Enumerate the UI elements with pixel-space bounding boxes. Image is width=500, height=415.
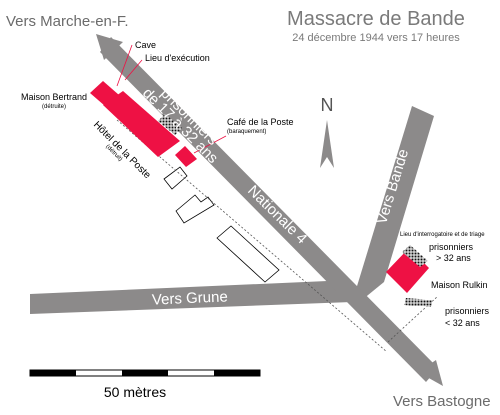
- label-prisoners-over-32-1: prisonniers: [429, 242, 474, 252]
- leader-cafe: [193, 135, 227, 154]
- label-cafe-status: (baraquement): [227, 129, 266, 135]
- building-outline-1: [163, 166, 188, 190]
- route-dashed-line: [116, 119, 388, 353]
- prisoners-17-32-group: [158, 114, 182, 135]
- label-maison-bertrand: Maison Bertrand: [21, 92, 87, 102]
- label-interrogatoire: Lieu d'interrogatoire et de triage: [400, 232, 485, 238]
- arrow-head-bastogne: [418, 360, 443, 386]
- label-maison-bertrand-status: (détruite): [42, 104, 66, 110]
- label-prisoners-under-32-1: prisonniers: [445, 306, 490, 316]
- leader-cave: [116, 44, 133, 87]
- prisoners-under-32-group: [404, 298, 432, 307]
- road-vers-bande: [354, 106, 434, 300]
- arrow-head-marche: [96, 34, 123, 60]
- map-subtitle: 24 décembre 1944 vers 17 heures: [292, 32, 460, 44]
- building-outline-2: [175, 194, 215, 224]
- leader-execution: [124, 59, 143, 81]
- scale-label: 50 mètres: [104, 384, 166, 400]
- map-title: Massacre de Bande: [287, 8, 465, 30]
- label-prisoners-under-32-2: < 32 ans: [445, 318, 480, 328]
- building-outline-3: [216, 225, 280, 283]
- label-cafe-de-la-poste: Café de la Poste: [227, 117, 294, 127]
- hotel-de-la-poste: [103, 91, 180, 157]
- road-nationale-4: [100, 37, 438, 382]
- label-vers-grune: Vers Grune: [152, 288, 229, 308]
- label-lieu-execution: Lieu d'exécution: [145, 53, 210, 63]
- cafe-de-la-poste: [175, 146, 197, 167]
- north-label: N: [321, 95, 334, 115]
- label-cave: Cave: [135, 40, 156, 50]
- prisoners-over-32-group: [402, 245, 428, 267]
- label-vers-bastogne: Vers Bastogne: [393, 393, 491, 410]
- label-prisoners-over-32-2: > 32 ans: [436, 253, 471, 263]
- scale-bar: [29, 369, 261, 377]
- label-maison-rulkin: Maison Rulkin: [431, 280, 488, 290]
- label-vers-marche: Vers Marche-en-F.: [6, 13, 129, 30]
- north-arrow-icon: [320, 120, 334, 168]
- road-vers-grune: [30, 280, 352, 314]
